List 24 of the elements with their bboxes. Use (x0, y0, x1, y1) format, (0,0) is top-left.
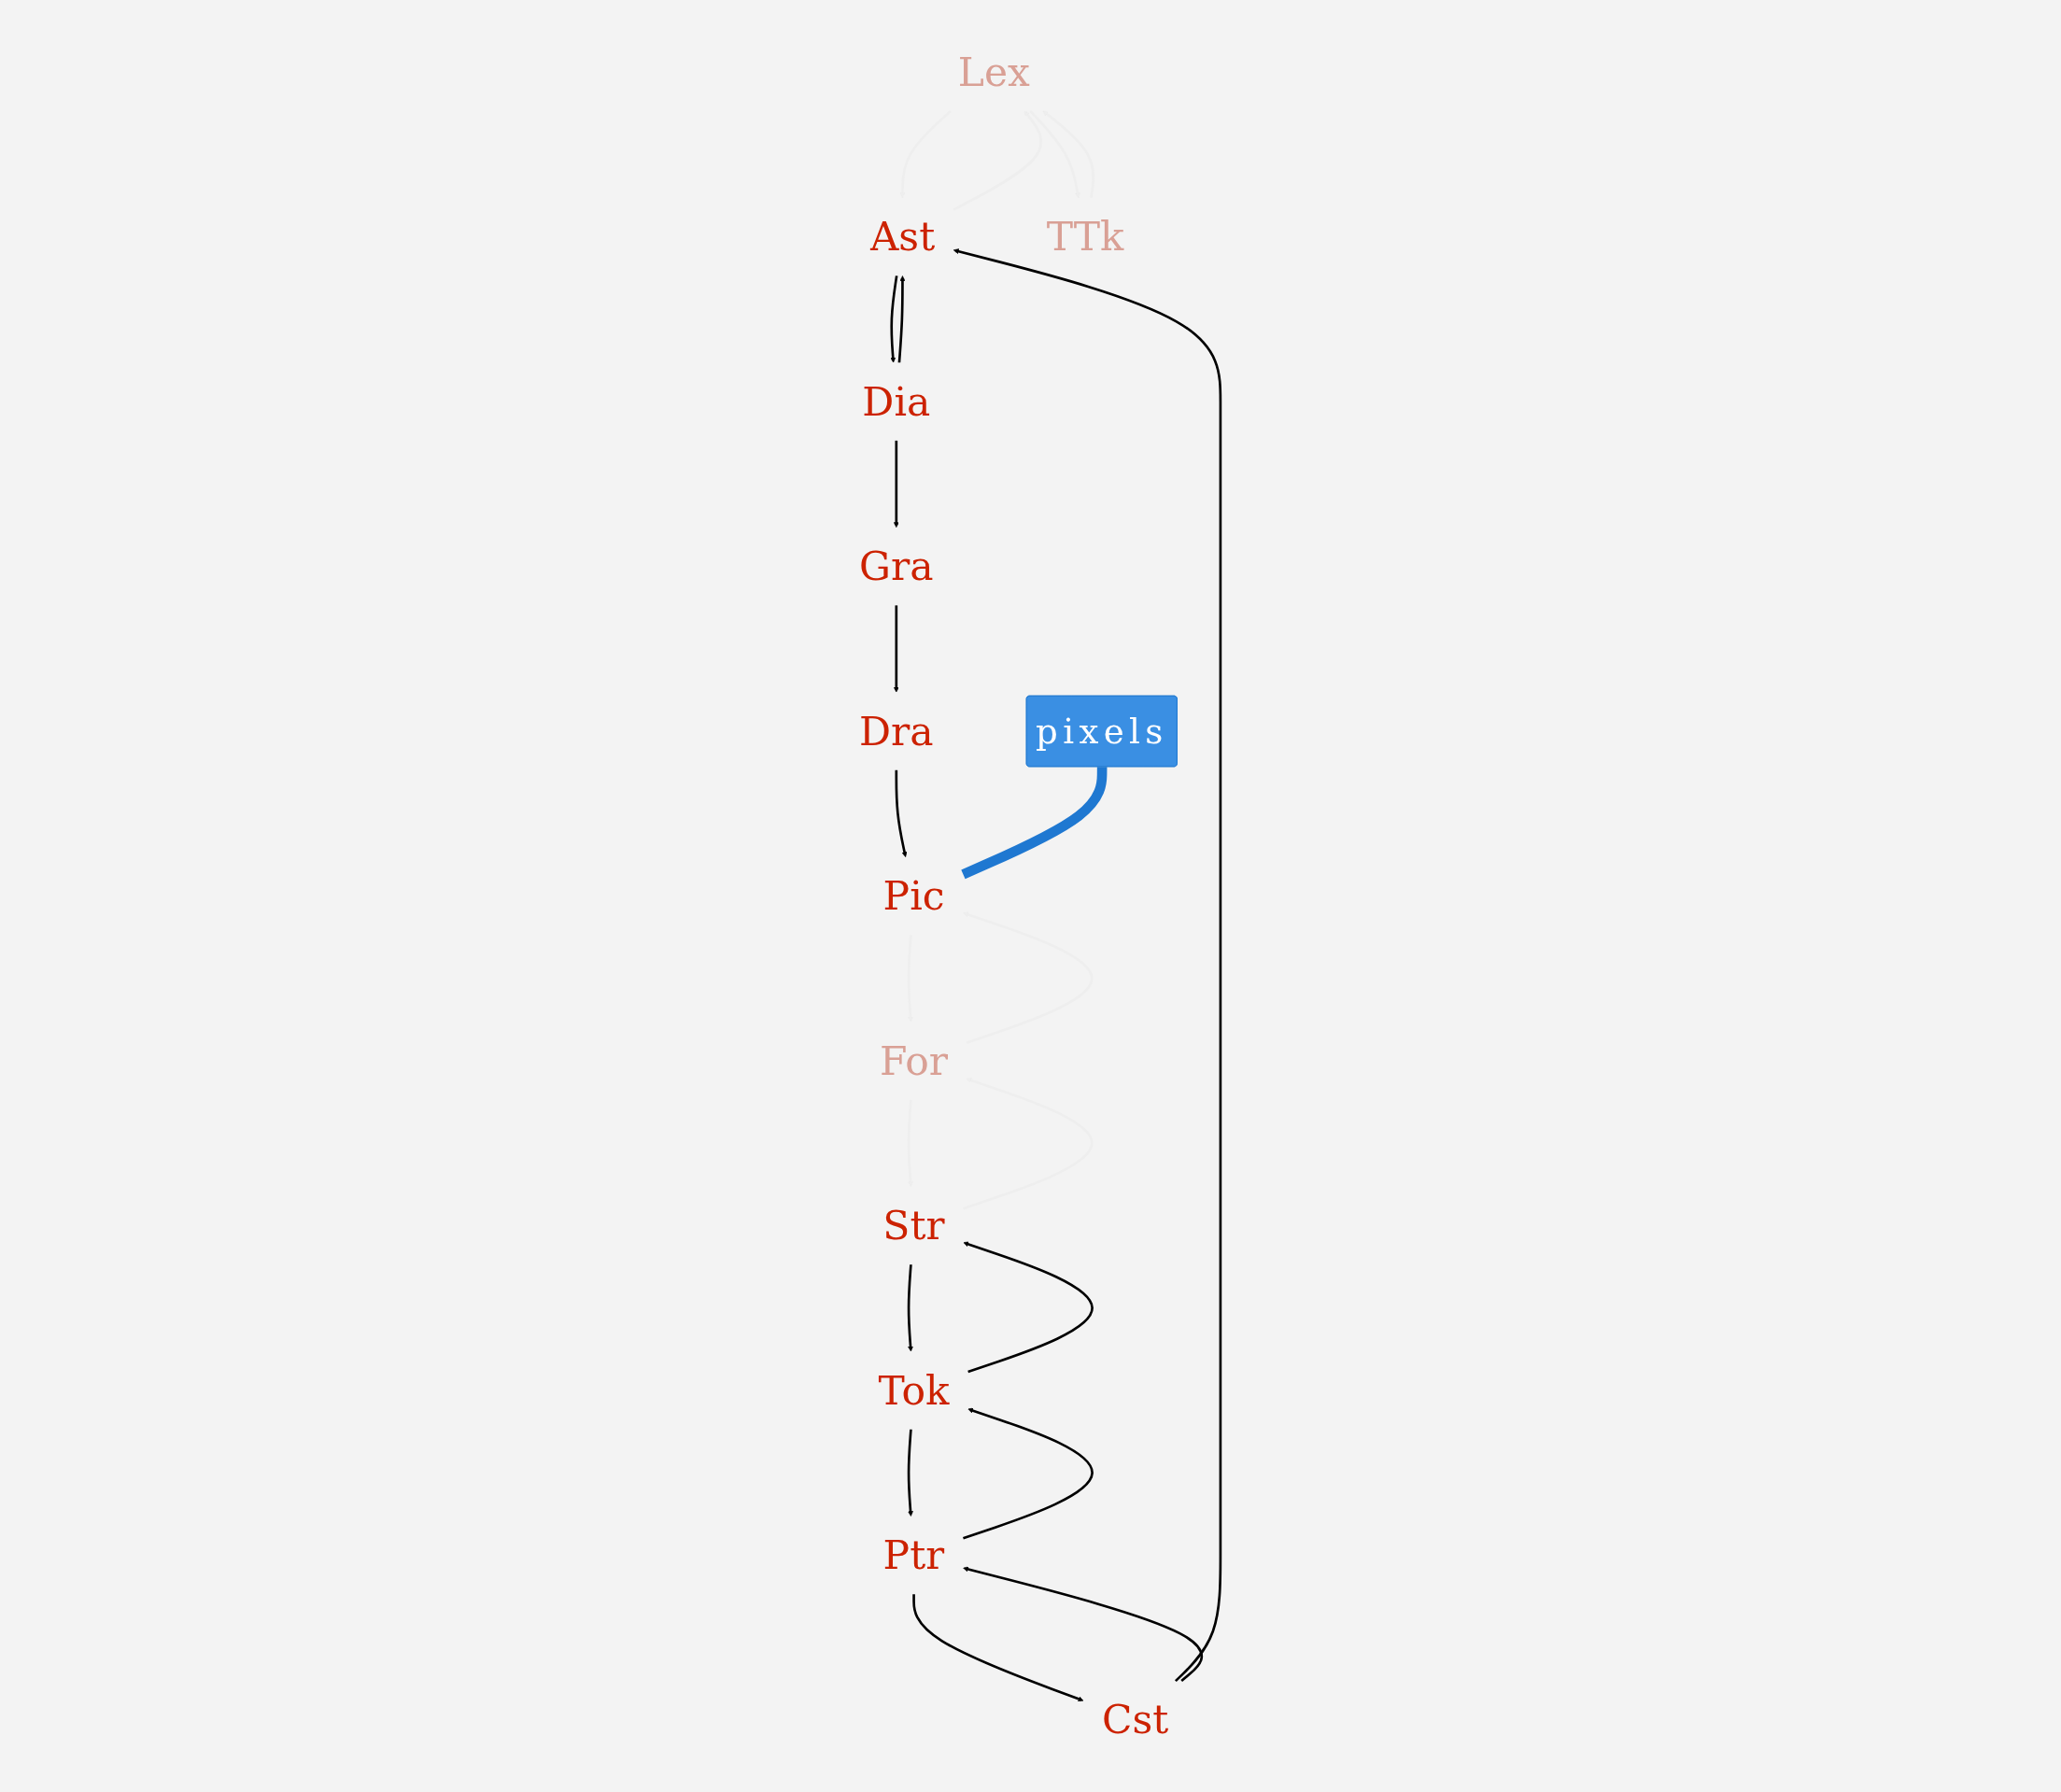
arrow (912, 1594, 1084, 1702)
node-text: Dia (862, 378, 931, 425)
arrow (963, 1407, 1094, 1540)
node-text: Lex (957, 49, 1030, 95)
arrow (953, 248, 1222, 1683)
arrow (890, 275, 898, 363)
arrow (893, 605, 899, 693)
arrow (897, 275, 906, 363)
arrow (907, 1264, 913, 1352)
arrow (895, 769, 908, 857)
node-text: Ast (869, 214, 936, 261)
node-text: TTk (1046, 214, 1124, 261)
node-text: Str (882, 1202, 945, 1249)
node-text: Dra (858, 708, 934, 755)
arrow (907, 1429, 913, 1517)
node-text: Gra (859, 543, 934, 590)
node-text: Pic (882, 872, 945, 920)
arrow (963, 1241, 1094, 1374)
node-text: Ptr (882, 1531, 945, 1578)
node-text: Tok (878, 1367, 950, 1414)
arrow (963, 1566, 1203, 1683)
node-text: Cst (1102, 1697, 1169, 1743)
node-text: For (880, 1037, 949, 1084)
arrow (893, 440, 899, 528)
